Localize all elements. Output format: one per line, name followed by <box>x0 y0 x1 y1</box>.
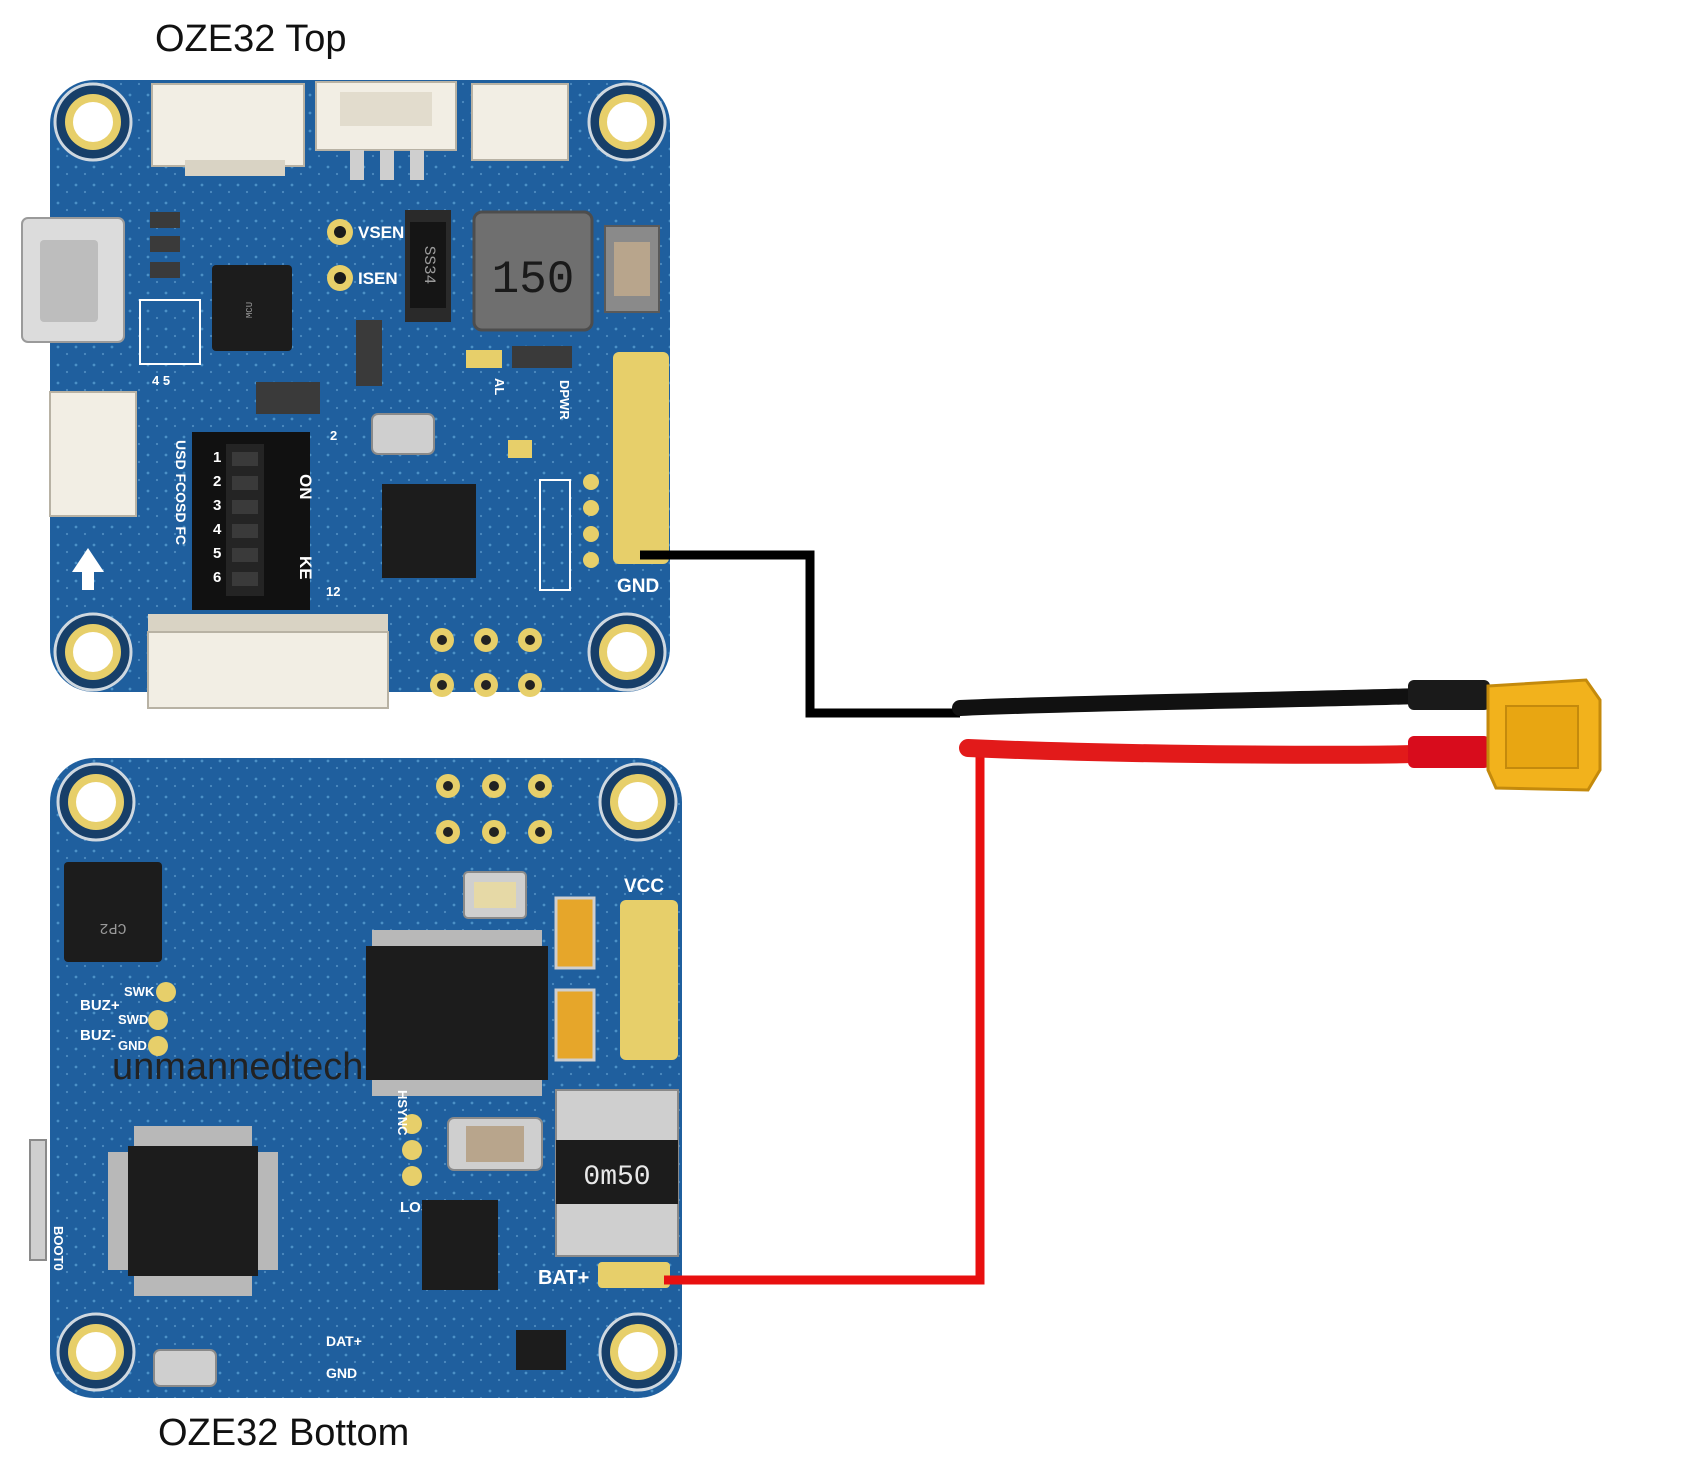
dip-num-2: 2 <box>213 473 221 490</box>
osd-chip <box>382 484 476 578</box>
hsync-pads <box>402 1114 422 1186</box>
heat-shrink <box>1408 736 1490 768</box>
crystal <box>371 413 435 455</box>
top-mcu-chip: MCU <box>212 265 292 351</box>
dip-on-label: ON <box>296 474 315 500</box>
tantalum-capacitor <box>604 225 660 313</box>
dip-num-4: 4 <box>213 521 222 538</box>
top-gnd-label: GND <box>617 576 659 597</box>
svg-text:MCU: MCU <box>245 302 255 318</box>
shunt-label: 0m50 <box>583 1162 650 1193</box>
current-shunt-0m50: 0m50 <box>555 1089 679 1257</box>
power-wire <box>664 741 985 1285</box>
swk-label: SWK <box>124 984 155 999</box>
dat-label: DAT+ <box>326 1333 362 1349</box>
hsync-label: HSYNC <box>395 1090 410 1136</box>
bottom-crystal <box>463 871 527 919</box>
bat-plus-pad: BAT+ <box>538 1262 670 1289</box>
al-label: AL <box>492 378 507 395</box>
pin-12-label: 12 <box>326 584 340 599</box>
connector-top-right <box>471 83 569 161</box>
mounting-hole-b-tr <box>598 762 678 842</box>
mounting-hole-tr <box>587 82 667 162</box>
top-gnd-pad: GND <box>613 352 669 597</box>
dip-num-6: 6 <box>213 569 221 586</box>
connector-top-middle <box>315 81 457 180</box>
solder-pads-2x3 <box>430 628 542 697</box>
dip-ke-label: KE <box>296 556 315 580</box>
mounting-hole-b-br <box>598 1312 678 1392</box>
bottom-gnd-label-2: GND <box>326 1365 357 1381</box>
power-lead <box>959 739 1429 764</box>
mounting-hole-tl <box>53 82 133 162</box>
side-usb-edge <box>29 1139 47 1261</box>
connector-left-side <box>49 391 137 517</box>
dpwr-label: DPWR <box>557 380 572 420</box>
mounting-hole-b-bl <box>56 1312 136 1392</box>
bottom-tantalum-caps <box>554 896 596 1062</box>
connector-top-left <box>151 83 305 176</box>
debug-pads <box>148 982 176 1056</box>
usb-bridge-chip: CP2 <box>64 862 162 962</box>
bat-plus-label: BAT+ <box>538 1267 589 1289</box>
vcc-pad: VCC <box>620 876 678 1060</box>
smd-components <box>139 212 572 591</box>
connector-bottom <box>147 614 389 709</box>
dip-side-label: USD FCOSD FC <box>173 440 189 545</box>
pin-45-label: 4 5 <box>152 373 170 388</box>
bottom-gnd-label-small: GND <box>118 1038 147 1053</box>
inductor-150: 150 <box>472 210 594 332</box>
ground-wire <box>640 550 960 718</box>
boot0-label: BOOT0 <box>51 1226 66 1271</box>
dip-num-5: 5 <box>213 545 221 562</box>
mounting-hole-bl <box>53 612 133 692</box>
current-sensor-chip <box>422 1200 498 1290</box>
mounting-hole-b-tl <box>56 762 136 842</box>
dip-num-3: 3 <box>213 497 221 514</box>
vsen-pad: VSEN <box>327 219 404 245</box>
dip-switch: ON KE 1 2 3 4 5 6 <box>192 432 315 610</box>
caption-top: OZE32 Top <box>155 18 347 60</box>
top-board: MCU VSEN ISEN SS34 150 <box>21 80 670 709</box>
bottom-crystal-small <box>153 1349 217 1387</box>
isen-label: ISEN <box>358 269 398 288</box>
xt60-lead <box>640 550 1602 1285</box>
inductor-label: 150 <box>492 254 575 306</box>
watermark: unmannedtech <box>112 1046 364 1088</box>
bottom-ceramic-cap <box>447 1117 543 1171</box>
micro-usb-port <box>21 217 125 343</box>
mounting-hole-br <box>587 612 667 692</box>
diode-label: SS34 <box>420 246 438 284</box>
buz-plus-label: BUZ+ <box>80 997 120 1014</box>
isen-pad: ISEN <box>327 265 398 291</box>
vsen-label: VSEN <box>358 223 404 242</box>
buz-minus-label: BUZ- <box>80 1027 116 1044</box>
dip-num-1: 1 <box>213 449 221 466</box>
caption-bottom: OZE32 Bottom <box>158 1412 410 1454</box>
bottom-regulator <box>516 1330 566 1370</box>
pin-2-label: 2 <box>330 428 337 443</box>
bottom-board: CP2 VCC <box>29 758 682 1398</box>
swd-label: SWD <box>118 1012 148 1027</box>
bottom-solder-pads <box>436 774 552 844</box>
diode-ss34: SS34 <box>405 210 451 322</box>
xt60-connector <box>1486 678 1602 792</box>
svg-text:CP2: CP2 <box>99 919 126 936</box>
stm32-mcu <box>108 1126 278 1296</box>
vcc-label: VCC <box>624 876 664 897</box>
max-chip <box>366 930 548 1096</box>
ground-lead <box>952 688 1428 716</box>
arrow-up-icon <box>72 548 104 590</box>
